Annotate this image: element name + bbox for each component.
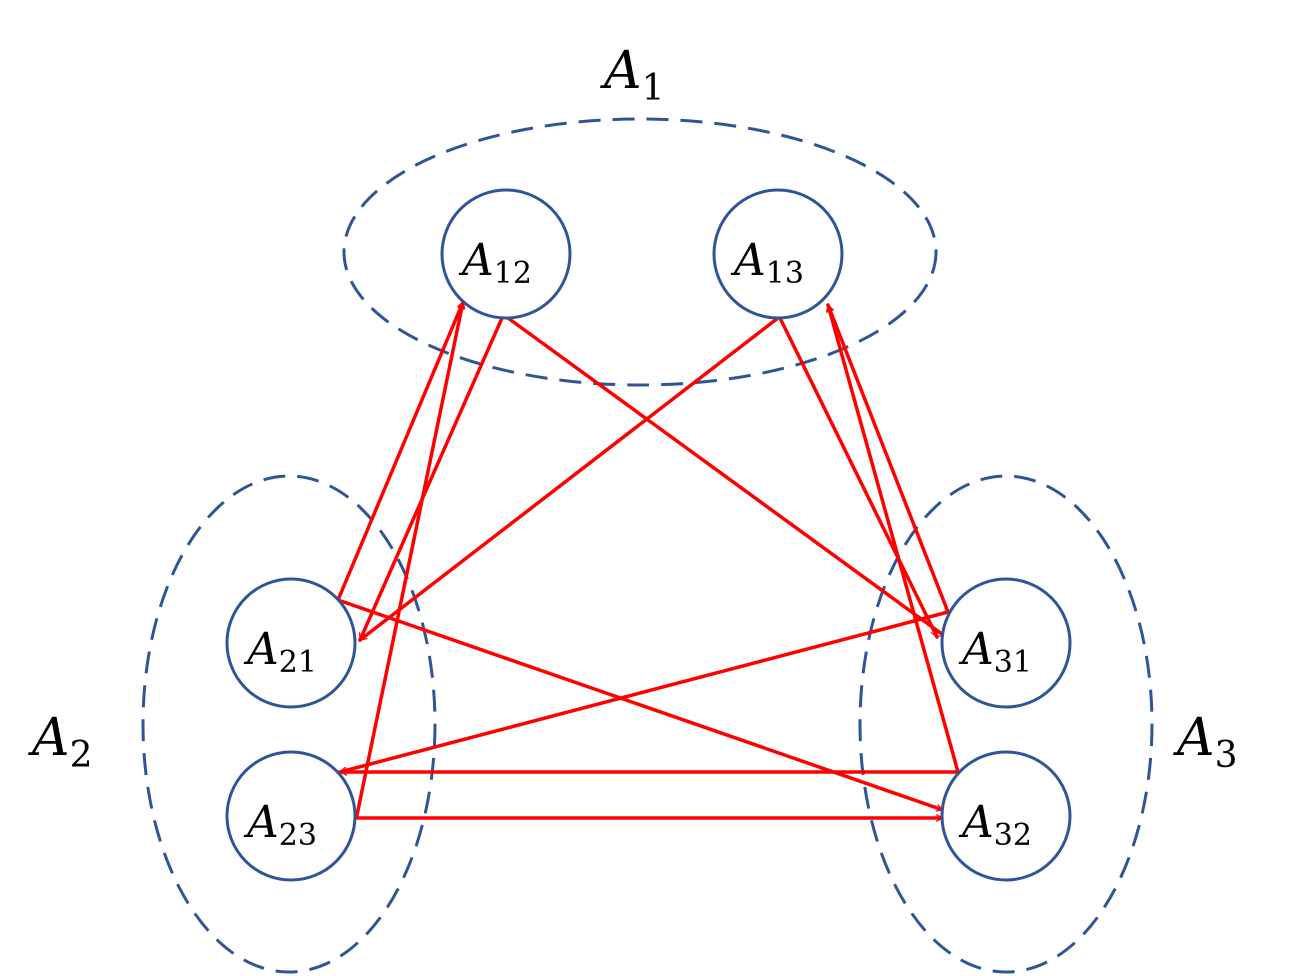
node-a12: A12 <box>440 188 572 320</box>
node-a13: A13 <box>712 188 844 320</box>
group-label-a2: A2 <box>28 708 92 776</box>
node-label: A13 <box>730 235 804 291</box>
node-a31: A31 <box>940 577 1072 709</box>
edge-a21-to-a12 <box>336 300 465 602</box>
node-circle <box>440 188 572 320</box>
node-label: A32 <box>958 797 1032 853</box>
node-a23: A23 <box>225 750 357 882</box>
edge-a21-to-a32 <box>336 598 945 812</box>
node-label: A31 <box>958 624 1032 680</box>
edge-a13-to-a31 <box>778 316 939 639</box>
group-ellipse-a1 <box>342 117 938 387</box>
node-label: A23 <box>243 797 317 853</box>
group-ellipse-a2 <box>141 474 437 974</box>
edge-a23-to-a12 <box>355 300 466 817</box>
edge-a32-to-a13 <box>826 303 960 774</box>
node-circle <box>225 577 357 709</box>
edge-a31-to-a23 <box>338 610 950 775</box>
node-label: A21 <box>243 624 317 680</box>
node-circle <box>225 750 357 882</box>
edge-a13-to-a21 <box>358 316 780 642</box>
group-label-a1: A1 <box>600 41 664 109</box>
node-a32: A32 <box>940 750 1072 882</box>
group-label-a3: A3 <box>1173 708 1237 776</box>
group-ellipse-a3 <box>858 474 1154 974</box>
edge-a12-to-a21 <box>358 316 504 642</box>
edge-a31-to-a13 <box>826 303 950 614</box>
node-circle <box>712 188 844 320</box>
node-circle <box>940 577 1072 709</box>
edge-a12-to-a31 <box>506 316 948 639</box>
node-circle <box>940 750 1072 882</box>
node-a21: A21 <box>225 577 357 709</box>
edges-layer <box>336 300 960 822</box>
node-label: A12 <box>458 235 532 291</box>
